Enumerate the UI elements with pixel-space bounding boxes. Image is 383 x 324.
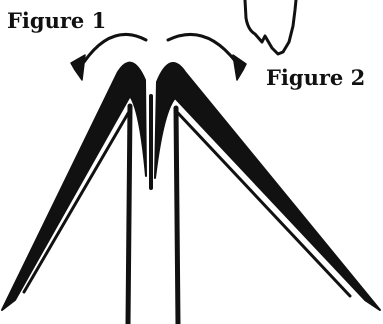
right-flap <box>154 62 381 311</box>
left-arrowhead <box>70 54 86 81</box>
inner-right-diagonal <box>175 110 352 298</box>
figure-2-label: Figure 2 <box>266 65 366 90</box>
inner-left-strand <box>125 103 133 324</box>
inner-right-strand <box>173 105 181 324</box>
right-curved-arrow <box>166 32 238 64</box>
top-right-fragment <box>243 0 298 56</box>
figure-1-label: Figure 1 <box>7 8 107 33</box>
left-curved-arrow <box>82 32 148 64</box>
left-flap <box>1 61 147 311</box>
inner-left-diagonal <box>22 108 132 294</box>
right-arrowhead <box>232 54 247 81</box>
